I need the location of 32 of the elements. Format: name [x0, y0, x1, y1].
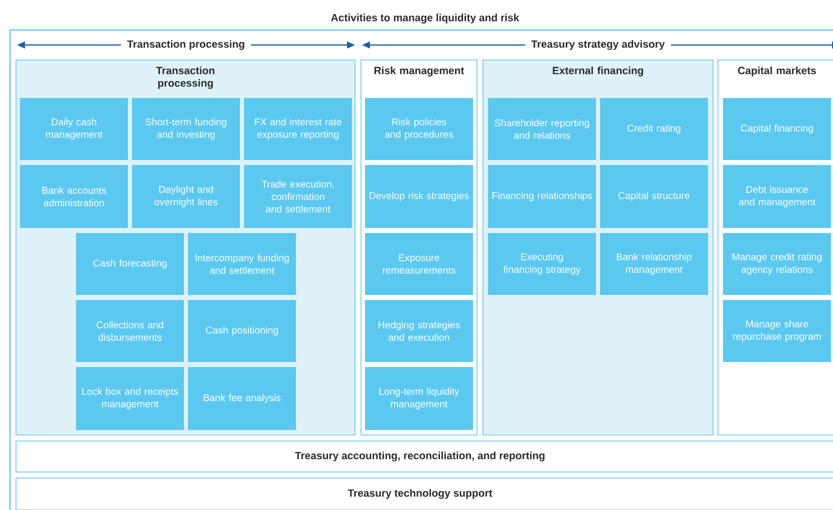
activity-box: Cash forecasting: [76, 233, 184, 295]
band-box: Treasury accounting, reconciliation, and reporting: [16, 440, 833, 472]
activity-box: Executing financing strategy: [488, 233, 596, 295]
span-label: Treasury strategy advisory: [525, 39, 671, 51]
activity-box: Bank accounts administration: [20, 165, 128, 228]
band-box: Treasury technology support: [16, 478, 833, 510]
activity-box: Manage share repurchase program: [723, 300, 831, 362]
activity-box: Capital financing: [723, 98, 831, 160]
activity-box: Bank relationship management: [600, 233, 708, 295]
activity-box: Hedging strategies and execution: [365, 300, 473, 362]
activity-box: Capital structure: [600, 165, 708, 228]
activity-box: FX and interest rate exposure reporting: [244, 98, 352, 160]
activity-box: Lock box and receipts management: [76, 367, 184, 430]
activity-box: Develop risk strategies: [365, 165, 473, 228]
activity-box: Manage credit rating agency relations: [723, 233, 831, 295]
activity-box: Intercompany funding and settlement: [188, 233, 296, 295]
activity-box: Shareholder reporting and relations: [488, 98, 596, 160]
activity-box: Daily cash management: [20, 98, 128, 160]
activity-box: Trade execution, confirmation and settlement: [244, 165, 352, 228]
activity-box: Long-term liquidity management: [365, 367, 473, 430]
activity-box: Exposure remeasurements: [365, 233, 473, 295]
activity-box: Credit rating: [600, 98, 708, 160]
node-label: Activities to manage liquidity and risk: [331, 14, 520, 24]
span-label: Transaction processing: [121, 39, 251, 51]
activity-box: Collections and disbursements: [76, 300, 184, 362]
activity-box: Risk policies and procedures: [365, 98, 473, 160]
activity-box: Short-term funding and investing: [132, 98, 240, 160]
activity-box: Financing relationships: [488, 165, 596, 228]
activity-box: Bank fee analysis: [188, 367, 296, 430]
activity-box: Debt issuance and management: [723, 165, 831, 228]
activity-box: Daylight and overnight lines: [132, 165, 240, 228]
activity-box: Cash positioning: [188, 300, 296, 362]
